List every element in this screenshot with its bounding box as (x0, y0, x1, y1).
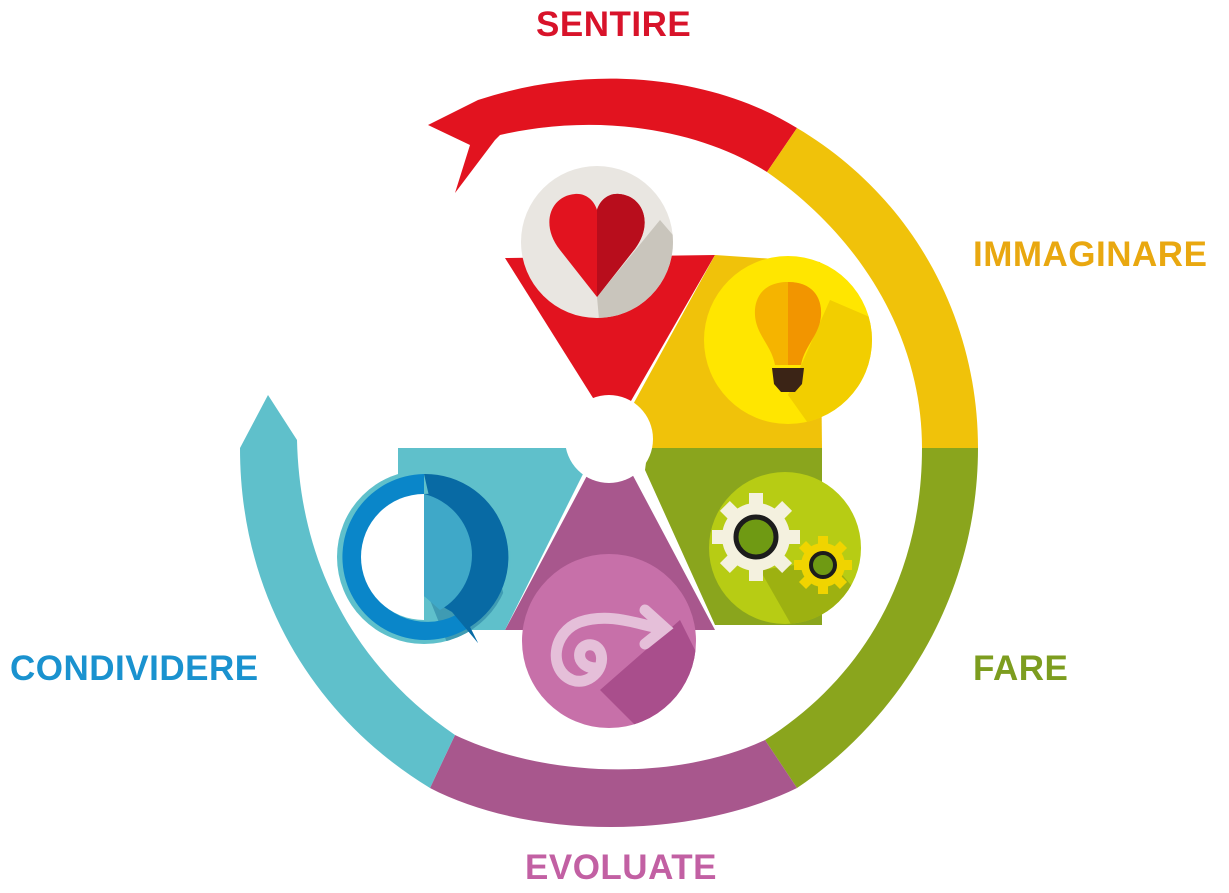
bubble-badge (337, 470, 511, 644)
heart-badge (521, 166, 673, 318)
speech-bubble-icon (342, 473, 509, 643)
label-immaginare: IMMAGINARE (973, 235, 1208, 274)
label-sentire: SENTIRE (536, 5, 692, 44)
spiral-badge (522, 554, 696, 728)
label-evoluate: EVOLUATE (525, 848, 717, 887)
ring-arc-condividere (240, 395, 455, 788)
bulb-badge (704, 256, 872, 424)
lightbulb-icon (754, 282, 822, 392)
spiral-arrow-icon (550, 604, 674, 687)
gears-badge (709, 472, 861, 624)
label-condividere: CONDIVIDERE (10, 649, 259, 688)
ring-arc-evoluate (430, 735, 797, 827)
ring-arc-sentire (428, 78, 797, 193)
outer-ring (240, 78, 978, 827)
center-hole (565, 395, 653, 483)
label-fare: FARE (973, 649, 1069, 688)
gears-icon (712, 493, 852, 594)
ring-arc-fare (765, 448, 978, 788)
ring-arc-immaginare (767, 128, 978, 448)
